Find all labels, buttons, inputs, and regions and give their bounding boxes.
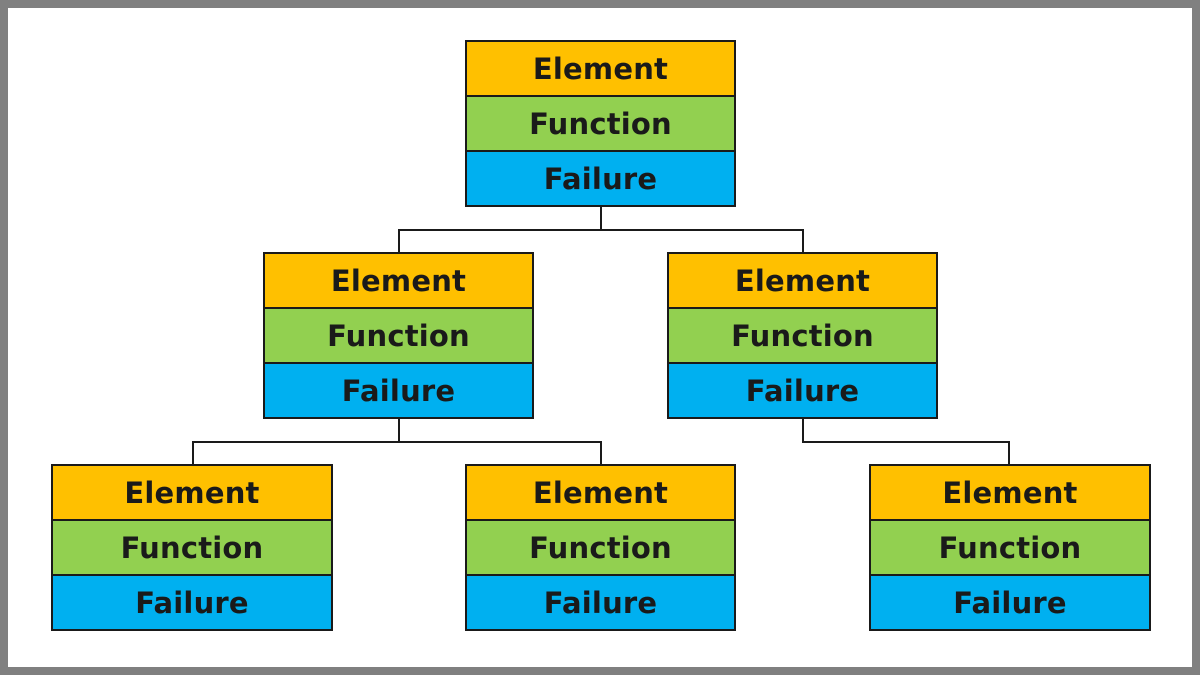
element-label: Element [265,254,532,307]
connector-right-to-bottom-right [802,419,1010,464]
node-level3-middle: Element Function Failure [465,464,736,631]
function-label: Function [53,519,331,574]
failure-label: Failure [467,150,734,205]
node-level2-right: Element Function Failure [667,252,938,419]
node-level3-left: Element Function Failure [51,464,333,631]
element-label: Element [871,466,1149,519]
node-root: Element Function Failure [465,40,736,207]
connector-left-to-bottom-left [192,419,400,464]
function-label: Function [265,307,532,362]
element-label: Element [669,254,936,307]
failure-label: Failure [53,574,331,629]
failure-label: Failure [871,574,1149,629]
node-level3-right: Element Function Failure [869,464,1151,631]
connector-left-to-bottom-middle [398,419,602,464]
element-label: Element [53,466,331,519]
failure-label: Failure [265,362,532,417]
function-label: Function [669,307,936,362]
node-level2-left: Element Function Failure [263,252,534,419]
element-label: Element [467,466,734,519]
failure-label: Failure [669,362,936,417]
failure-label: Failure [467,574,734,629]
function-label: Function [871,519,1149,574]
connector-lines [192,207,1010,464]
connector-root-to-left [398,207,602,252]
element-label: Element [467,42,734,95]
connector-root-to-right [600,207,804,252]
function-label: Function [467,95,734,150]
function-label: Function [467,519,734,574]
